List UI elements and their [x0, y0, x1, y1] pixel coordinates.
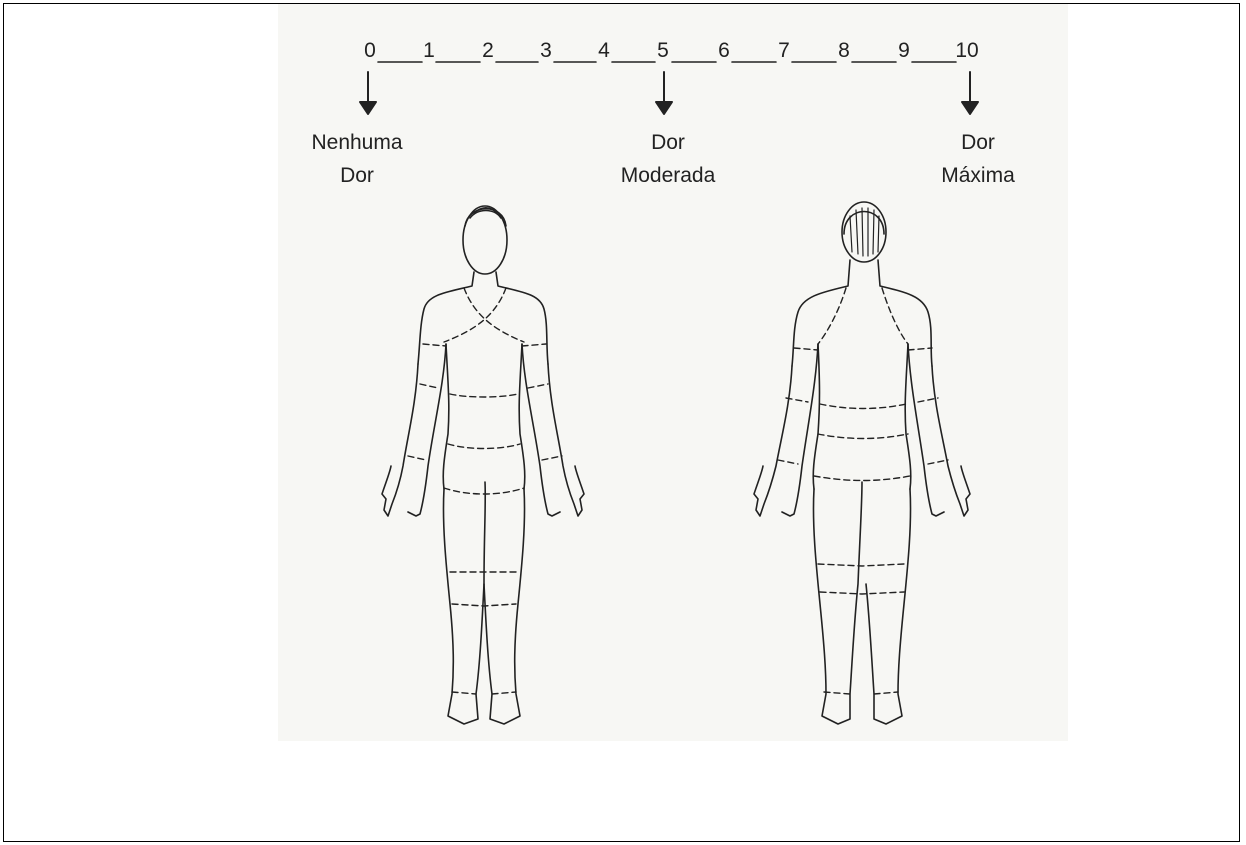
body-back-segment-lines — [778, 288, 948, 694]
arrow-down-icon-max — [962, 72, 978, 114]
body-front-figure — [382, 206, 584, 724]
arrow-down-icon-none — [360, 72, 376, 114]
arrow-down-icon-moderate — [656, 72, 672, 114]
body-back-figure — [754, 202, 970, 724]
pain-chart-drawing — [278, 4, 1068, 741]
pain-chart-scan: 0 1 2 3 4 5 6 7 8 9 10 Nenhuma Dor Dor M… — [278, 4, 1068, 741]
page-frame: 0 1 2 3 4 5 6 7 8 9 10 Nenhuma Dor Dor M… — [3, 3, 1240, 842]
